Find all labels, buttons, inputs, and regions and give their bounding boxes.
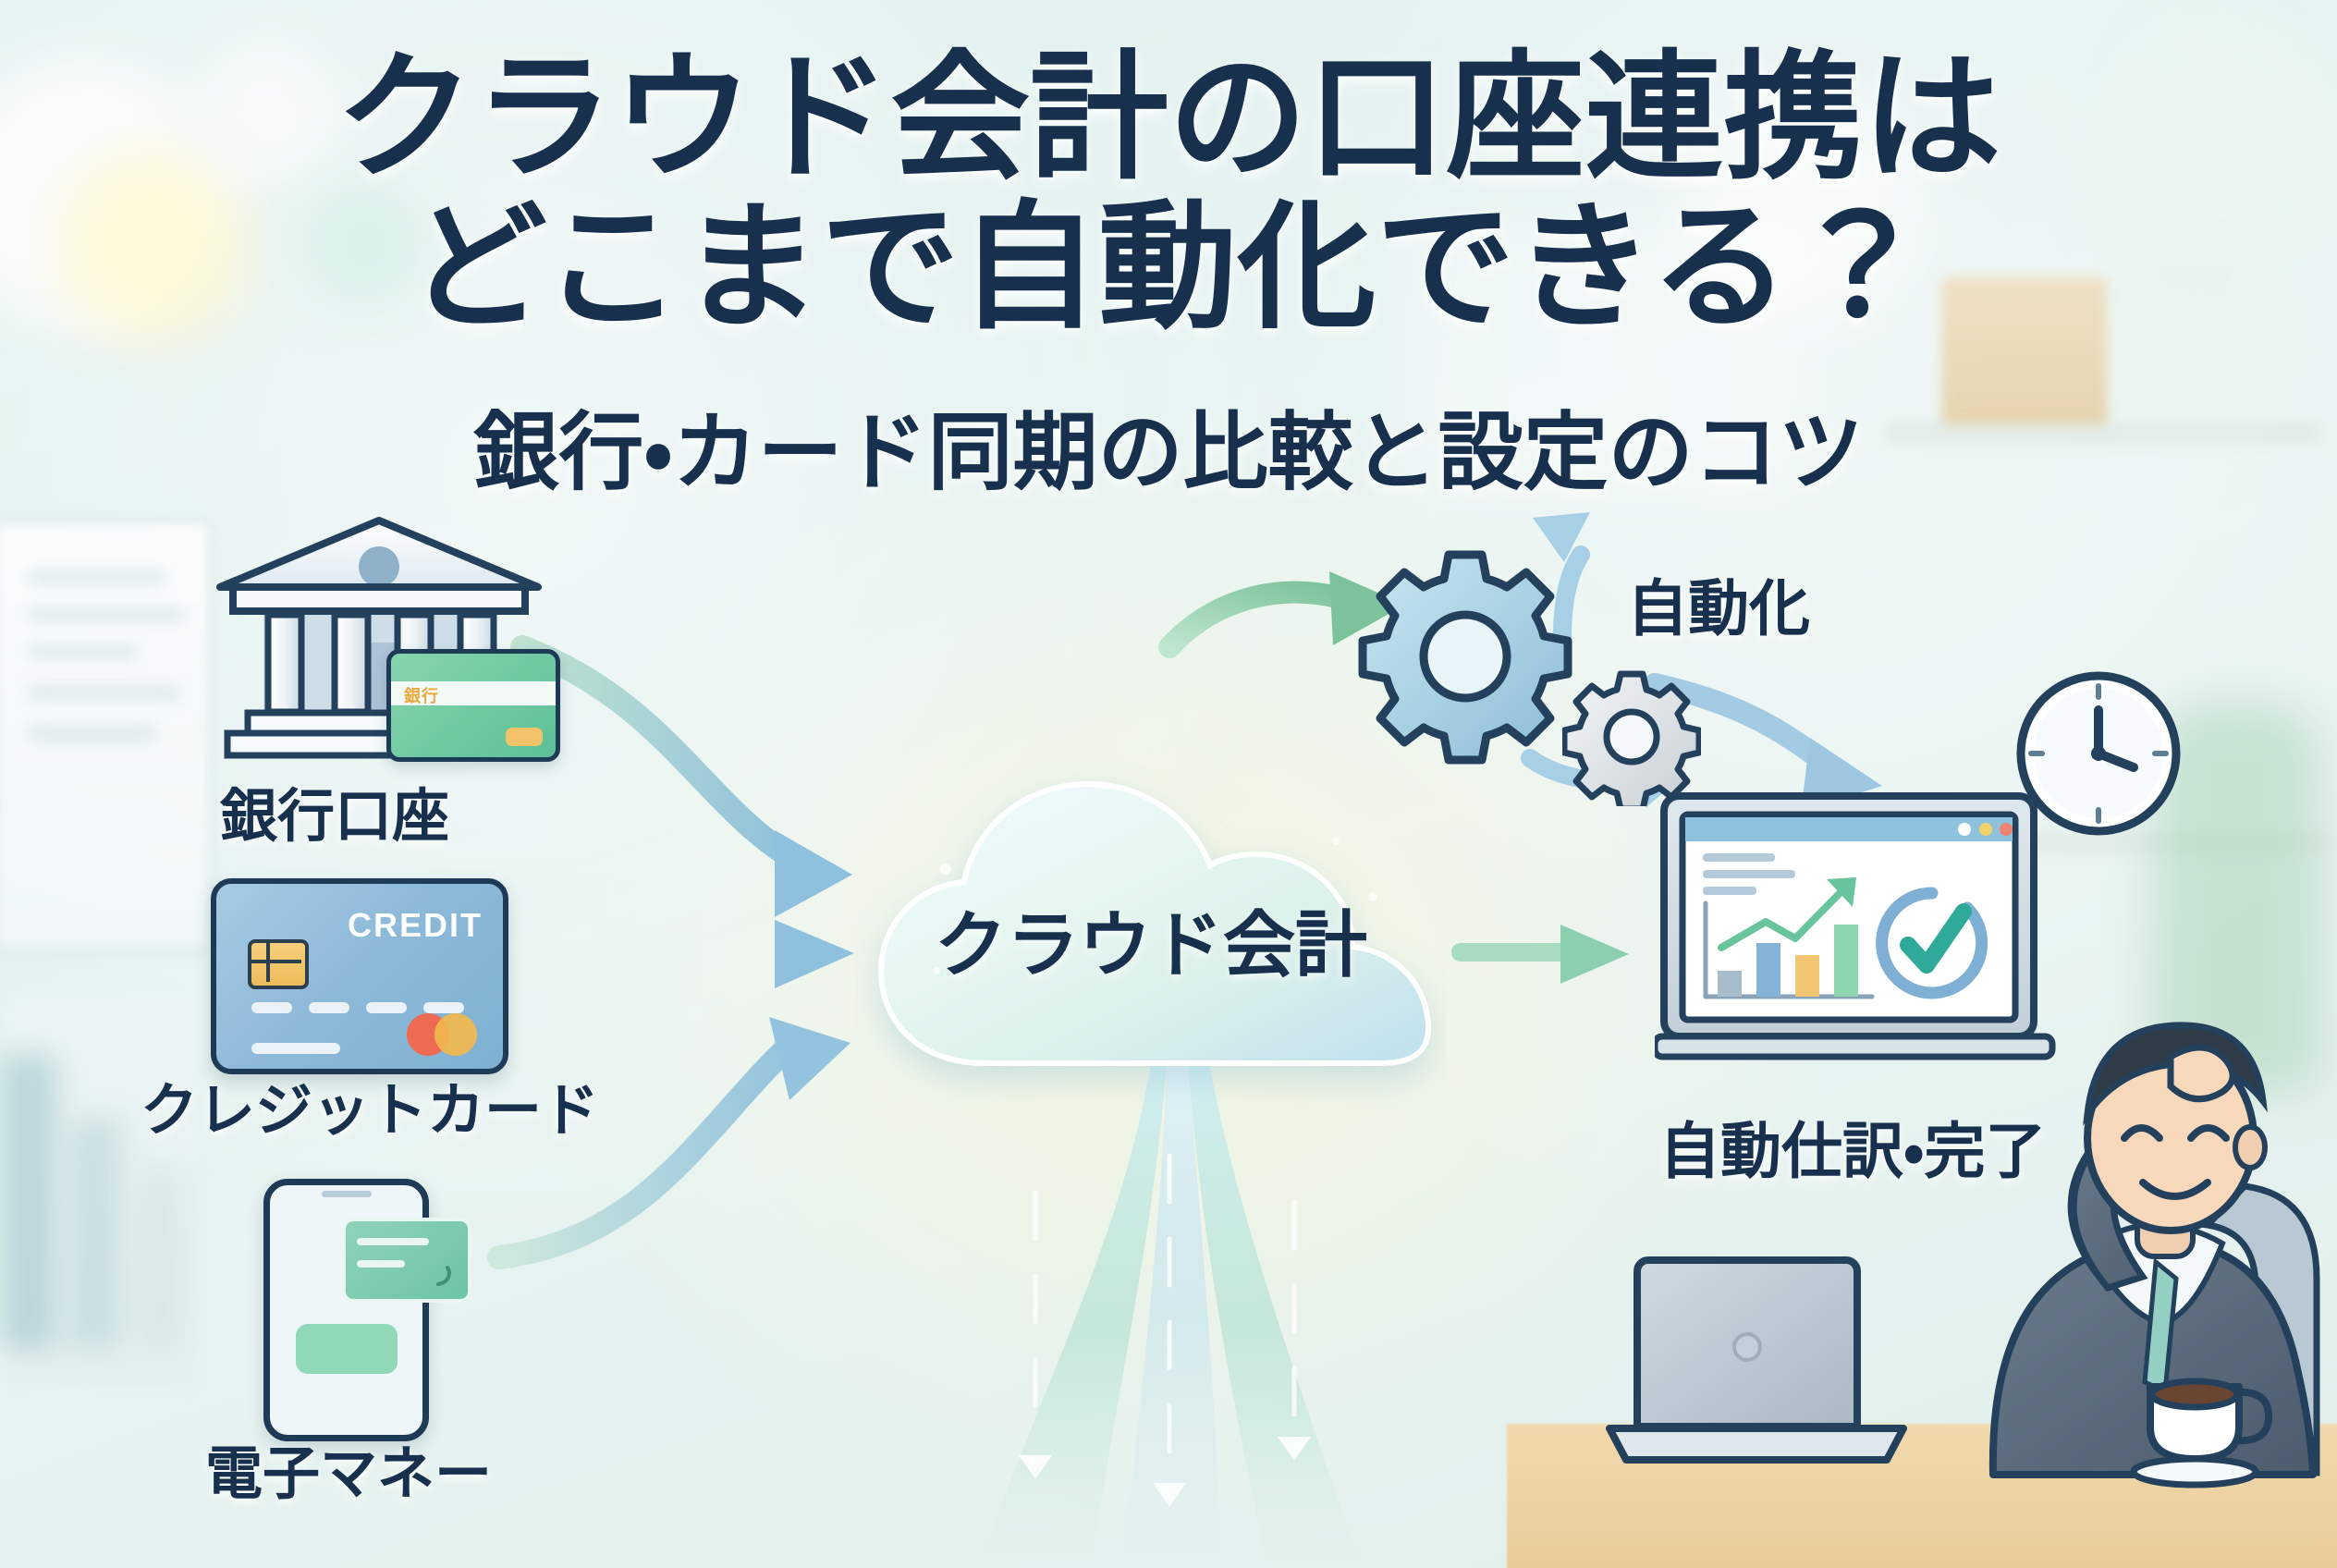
bokeh-right-2: [2117, 28, 2330, 240]
bank-card-text: 銀行: [404, 687, 439, 705]
arrow-bank-to-cloud: [510, 635, 852, 917]
phone-speaker: [321, 1191, 372, 1197]
result-label: 自動仕訳・完了: [1659, 1117, 2047, 1185]
page-title: クラウド会計の口座連携は どこまで自動化できる？: [0, 43, 2337, 342]
coffee-cup-icon: [2126, 1359, 2288, 1488]
page-subtitle: 銀行・カード同期の比較と設定のコツ: [473, 406, 1864, 500]
bokeh-light-2: [194, 37, 342, 185]
bank-card-icon: 銀行: [386, 649, 560, 762]
gears-icon: [1354, 545, 1576, 767]
bokeh-right: [1682, 83, 1923, 324]
background-doc-line: [28, 729, 157, 738]
card-stripe: [391, 681, 556, 705]
cloud-icon: [855, 758, 1447, 1109]
arrow-cloud-to-result: [1451, 925, 1629, 984]
arrow-gear-rotate-head: [1533, 512, 1590, 562]
automation-label: 自動化: [1627, 574, 1810, 643]
credit-card-text: CREDIT: [348, 906, 483, 944]
credit-card-icon: CREDIT: [211, 878, 508, 1074]
card-chip-icon: [248, 939, 309, 989]
card-brand-circle-yellow: [434, 1013, 477, 1056]
background-box: [1941, 277, 2108, 425]
gear-small-icon: [1560, 668, 1703, 813]
mobile-payment-card-icon: [342, 1218, 471, 1303]
source-label-emoney: 電子マネー: [205, 1442, 493, 1506]
title-line-2: どこまで自動化できる？: [408, 190, 1929, 345]
phone-message-bubble: [296, 1324, 398, 1374]
source-label-credit: クレジットカード: [141, 1079, 600, 1143]
card-number-dash: [366, 1002, 407, 1013]
arrow-emoney-to-cloud: [487, 1017, 850, 1269]
card-number-dash: [423, 1002, 464, 1013]
card-number-dash: [309, 1002, 349, 1013]
laptop-icon: [1604, 1243, 1909, 1475]
clock-icon: [2011, 666, 2186, 841]
hub-label: クラウド会計: [934, 904, 1367, 986]
bokeh-green: [305, 185, 425, 305]
bokeh-warm: [55, 148, 250, 342]
background-doc-line: [28, 610, 185, 619]
source-label-bank: 銀行口座: [220, 785, 450, 849]
laptop-dashboard-icon: [1651, 781, 2075, 1086]
wave-icon: [436, 1266, 451, 1286]
background-doc-line: [28, 647, 139, 656]
arrow-credit-to-cloud: [506, 920, 854, 988]
card-line: [357, 1238, 429, 1245]
card-line: [357, 1260, 405, 1268]
card-number-dash: [251, 1002, 292, 1013]
arrow-cloud-to-gears: [1158, 571, 1405, 658]
background-doc-line: [28, 689, 180, 698]
background-doc-line: [28, 573, 166, 582]
card-name-dash: [251, 1043, 340, 1054]
card-chip: [506, 728, 543, 746]
title-line-1: クラウド会計の口座連携は: [336, 40, 2001, 195]
